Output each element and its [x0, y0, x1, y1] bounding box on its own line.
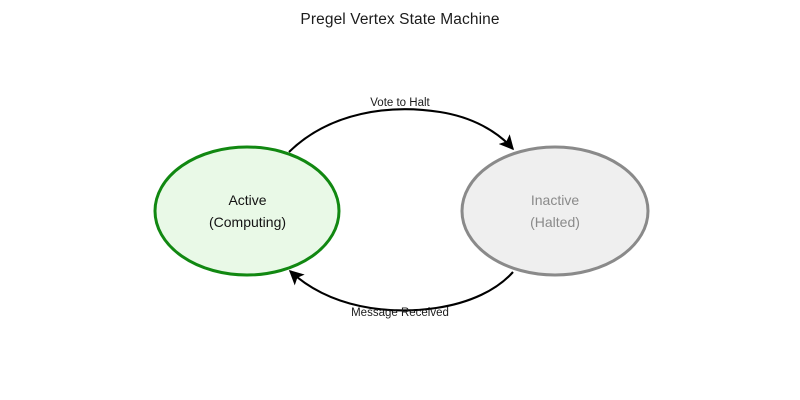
- edge-vote-to-halt-arrow: [288, 108, 514, 153]
- diagram-title: Pregel Vertex State Machine: [300, 11, 500, 28]
- state-node-active[interactable]: [153, 145, 341, 277]
- edge-message-received-arrow: [288, 270, 514, 312]
- state-node-inactive[interactable]: [460, 145, 650, 277]
